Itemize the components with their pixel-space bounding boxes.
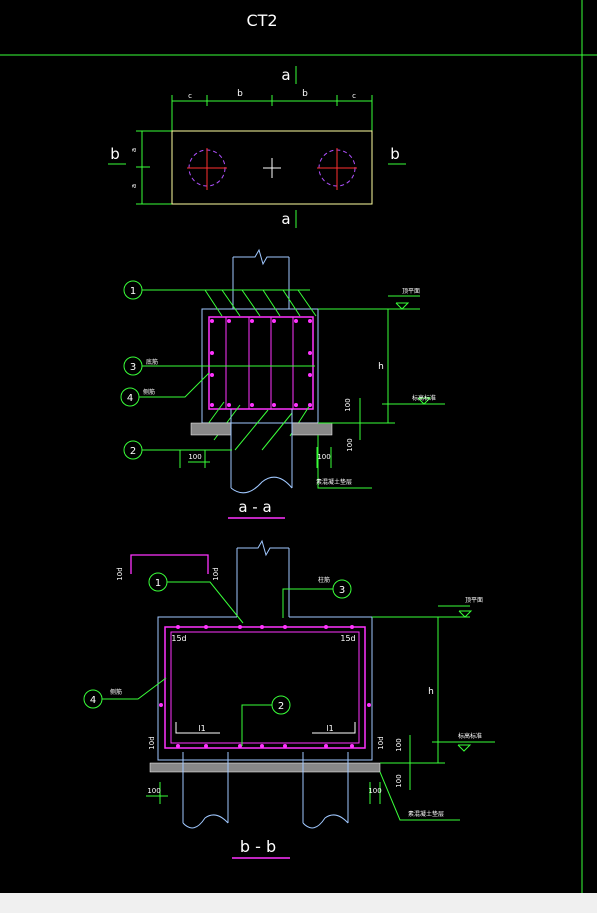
bb-dim-l1-left: l1 (198, 724, 205, 733)
bb-text-3: 柱筋 (318, 576, 330, 584)
bb-level-note: 标高标准 (458, 732, 482, 740)
dim-a-lower: a (130, 184, 138, 188)
bb-dim-10d-bottom-right: 10d (377, 736, 385, 749)
pile-right (317, 148, 357, 190)
aa-callout-4: 4 (127, 393, 133, 404)
status-bar (0, 893, 597, 913)
dim-a-upper: a (130, 148, 138, 152)
dim-c-left: c (188, 92, 192, 100)
bb-callout-3: 3 (339, 585, 345, 596)
bb-top-note: 顶平面 (465, 597, 483, 604)
section-mark-a-bottom: a (281, 210, 290, 228)
bb-callout-4: 4 (90, 695, 96, 706)
dim-b-2: b (302, 89, 308, 99)
section-mark-b-right: b (390, 145, 400, 163)
bb-dim-10d-left: 10d (116, 567, 124, 580)
bb-dim-10d-right: 10d (212, 567, 220, 580)
drawing-title: CT2 (246, 11, 277, 30)
aa-callout-3: 3 (130, 362, 136, 373)
aa-section-label: a - a (238, 498, 271, 516)
bb-dim-h: h (428, 687, 434, 697)
bb-dim-10d-bottom-left: 10d (148, 736, 156, 749)
aa-dim-100-c: 100 (188, 453, 201, 461)
bb-callout-1: 1 (155, 578, 161, 589)
bb-cushion-note: 素混凝土垫层 (408, 810, 444, 818)
section-mark-a-top: a (281, 66, 290, 84)
bb-dim-100-a: 100 (395, 738, 403, 751)
aa-dim-100-d: 100 (317, 453, 330, 461)
dim-b-1: b (237, 89, 243, 99)
aa-dim-100-a: 100 (344, 398, 352, 411)
bb-dim-100-c: 100 (147, 787, 160, 795)
bb-dim-15d-right: 15d (340, 634, 355, 643)
aa-cushion-note: 素混凝土垫层 (316, 478, 352, 486)
aa-text-4: 侧筋 (143, 388, 155, 396)
frame-lines (0, 0, 597, 893)
aa-callout-1: 1 (130, 286, 136, 297)
plan-view: a a b b c b b c a a (108, 66, 406, 228)
pile-left (187, 148, 227, 190)
aa-level-note: 标高标准 (412, 394, 436, 402)
bb-dim-100-d: 100 (368, 787, 381, 795)
aa-top-note: 顶平面 (402, 288, 420, 295)
section-bb: 1 3 4 2 柱筋 侧筋 10d 10d 15d 15d l1 l1 10d … (83, 539, 495, 859)
aa-dim-h: h (378, 362, 384, 372)
aa-text-3: 底筋 (146, 358, 158, 366)
section-aa: 1 3 4 2 底筋 侧筋 顶平面 标高标准 h 100 100 100 1 (120, 248, 445, 519)
bb-dim-100-b: 100 (395, 774, 403, 787)
aa-dim-100-b: 100 (346, 438, 354, 451)
section-mark-b-left: b (110, 145, 120, 163)
pile-cap-outline (171, 130, 373, 205)
bb-text-4: 侧筋 (110, 688, 122, 696)
bb-dim-l1-right: l1 (326, 724, 333, 733)
bb-dim-15d-left: 15d (171, 634, 186, 643)
bb-section-label: b - b (240, 837, 276, 856)
aa-callout-2: 2 (130, 446, 136, 457)
dim-c-right: c (352, 92, 356, 100)
bb-callout-2: 2 (278, 701, 284, 712)
